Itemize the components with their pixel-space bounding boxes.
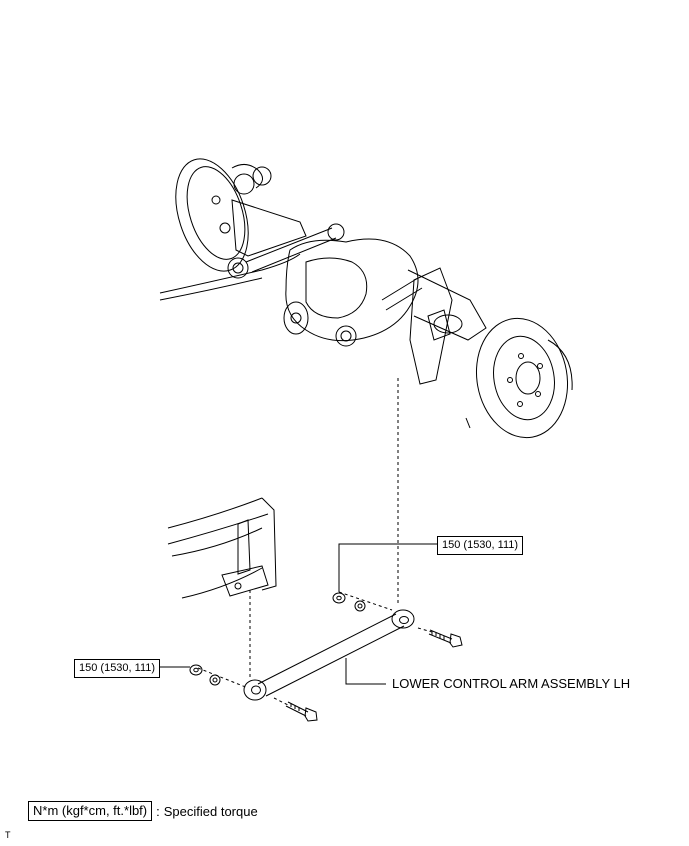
right-lower-arm-bracket — [409, 267, 453, 385]
lower-nut — [189, 664, 203, 676]
legend-separator: : — [156, 803, 160, 819]
body-frame-section — [167, 497, 277, 599]
lower-control-arm — [243, 609, 415, 701]
torque-callout-upper: 150 (1530, 111) — [437, 536, 524, 555]
part-label-lower-control-arm: LOWER CONTROL ARM ASSEMBLY LH — [392, 676, 631, 691]
corner-mark: T — [5, 830, 11, 840]
leader-upper-torque — [338, 543, 437, 592]
differential-housing — [285, 238, 419, 342]
upper-control-arm-left — [245, 227, 337, 273]
left-bolt — [285, 701, 318, 722]
right-bolt — [428, 629, 463, 648]
rear-axle-assembly — [159, 158, 573, 439]
lower-washer — [209, 674, 221, 686]
pinion-flange — [283, 301, 309, 335]
torque-callout-lower: 150 (1530, 111) — [74, 659, 161, 678]
legend-description: Specified torque — [163, 803, 258, 819]
parking-brake-cable — [159, 253, 301, 294]
left-brake-backing-plate — [175, 158, 272, 272]
right-brake-disc — [465, 317, 573, 439]
alignment-lines — [197, 378, 433, 707]
right-axle-tube — [407, 269, 487, 341]
upper-washer — [354, 600, 366, 612]
left-axle-tube — [231, 199, 307, 257]
torque-legend: N*m (kgf*cm, ft.*lbf) : Specified torque — [28, 801, 258, 821]
upper-nut — [332, 592, 346, 604]
leader-part-label — [345, 658, 386, 685]
legend-unit-box: N*m (kgf*cm, ft.*lbf) — [28, 801, 153, 821]
